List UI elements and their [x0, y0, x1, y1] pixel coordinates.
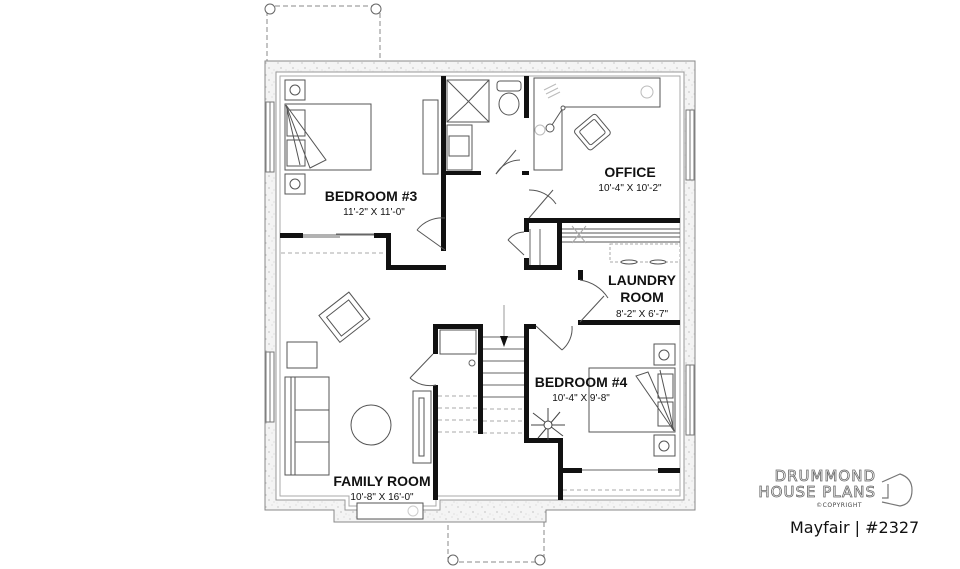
stairs: [438, 305, 524, 434]
interior-walls: [280, 76, 680, 500]
brand-copyright: ©COPYRIGHT: [816, 502, 862, 509]
brand-block: DRUMMOND HOUSE PLANS ©COPYRIGHT: [758, 468, 876, 509]
office-desk: [533, 77, 661, 171]
doors: [409, 149, 609, 387]
laundry-dims: 8'-2" X 6'-7": [616, 309, 669, 320]
office-name: OFFICE: [604, 164, 655, 180]
bedroom3-dims: 11'-2" X 11'-0": [343, 207, 405, 218]
family-room-dims: 10'-8" X 16'-0": [350, 492, 414, 503]
room-labels: BEDROOM #3 11'-2" X 11'-0" OFFICE 10'-4"…: [325, 164, 677, 503]
bathroom-fixtures: [446, 79, 522, 171]
laundry-name-line2: ROOM: [620, 289, 664, 305]
office-dims: 10'-4" X 10'-2": [598, 183, 662, 194]
bedroom4-dims: 10'-4" X 9'-8": [552, 393, 610, 404]
bottom-deck: [447, 521, 546, 566]
bedroom3-name: BEDROOM #3: [325, 188, 418, 204]
laundry-fixtures: [529, 225, 681, 265]
brand-line-2: HOUSE PLANS: [758, 483, 876, 501]
bedroom4-bed: [588, 343, 676, 457]
bedroom3-bed: [284, 79, 439, 195]
family-room-furniture: [284, 291, 432, 520]
plant-icon: [531, 408, 565, 440]
bedroom3-closet: [281, 233, 386, 254]
top-deck: [264, 3, 382, 63]
windows: [265, 101, 695, 436]
brand-line-1: DRUMMOND: [774, 467, 876, 485]
plan-title: Mayfair | #2327: [790, 518, 920, 537]
laundry-name-line1: LAUNDRY: [608, 272, 677, 288]
family-room-name: FAMILY ROOM: [333, 473, 430, 489]
bedroom4-closet: [563, 469, 680, 491]
brand-logo-icon: [881, 473, 913, 507]
bedroom4-name: BEDROOM #4: [535, 374, 628, 390]
